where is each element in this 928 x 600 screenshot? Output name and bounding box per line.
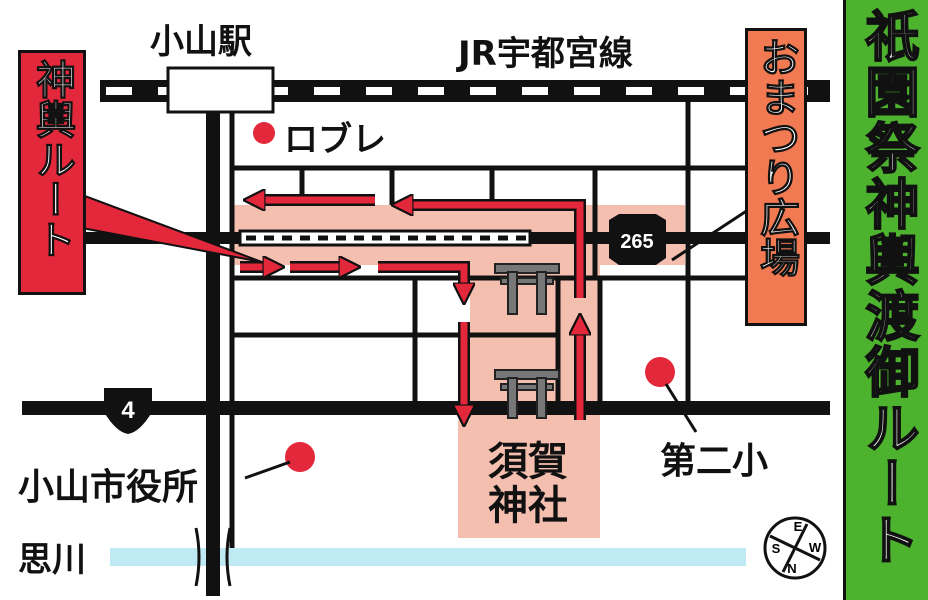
shrine-label: 須賀神社 [488,439,568,529]
route-label-box: 神輿ルート [18,50,86,295]
torii-gate-icon [494,369,560,419]
railway-label: JR宇都宮線 [458,34,633,74]
svg-text:S: S [772,541,781,556]
plaza-label: おまつり広場 [753,37,800,278]
svg-text:265: 265 [620,231,653,253]
svg-text:4: 4 [121,397,135,424]
city-hall-marker [285,442,315,472]
plaza-label-box: おまつり広場 [745,28,807,326]
route-label: 神輿ルート [29,59,76,260]
river-omoigawa [110,548,746,566]
plaza-pointer [671,208,749,262]
bridge-marks [194,527,232,587]
map-title-banner: 祇園祭神輿渡御ルート [843,0,928,600]
river-label: 思川 [18,540,86,580]
route-265-shield: 265 [609,214,666,265]
robure-marker [253,122,275,144]
compass-rose-icon: E S N W [763,516,827,580]
map-title: 祇園祭神輿渡御ルート [855,7,920,569]
station-building [166,66,275,114]
torii-gate-icon [494,263,560,315]
svg-text:N: N [787,561,796,576]
mall-label: ロブレ [284,120,386,160]
main-roads [22,88,830,596]
route-4-shield: 4 [104,388,152,434]
svg-text:E: E [794,519,803,534]
station-label: 小山駅 [150,22,252,62]
city-hall-label: 小山市役所 [18,467,199,508]
school-label: 第二小 [660,441,769,482]
mikoshi-route-arrows [240,200,580,420]
school-marker [645,357,675,387]
arcade-street [238,229,532,247]
svg-text:W: W [809,540,822,555]
